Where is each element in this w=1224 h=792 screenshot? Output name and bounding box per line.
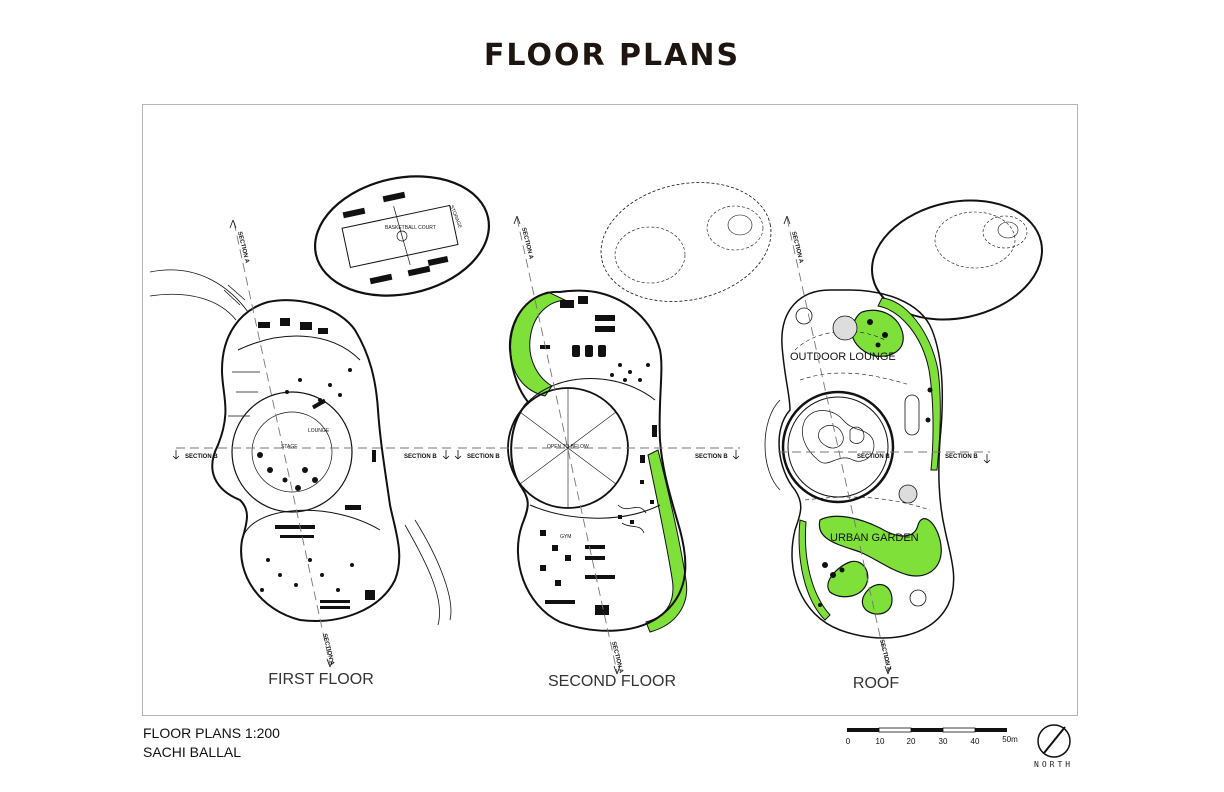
roof-plan: OUTDOOR LOUNGE URBAN GARDEN SECTION A SE… [764, 199, 1043, 675]
roof-label: ROOF [852, 675, 900, 692]
open-to-below-label: OPEN TO BELOW [547, 444, 589, 450]
lounge-label: LOUNGE [308, 428, 330, 434]
north-label: NORTH [1034, 760, 1074, 769]
first-floor-plan: BASKETBALL COURT STORAGE STAG [149, 175, 491, 668]
section-b-label: SECTION B [857, 454, 890, 460]
site-path-line [149, 269, 249, 313]
roof-outline [778, 289, 955, 639]
greenery-bed [861, 583, 893, 615]
section-arrow-icon [613, 665, 621, 675]
section-arrow-icon [172, 450, 180, 460]
gym-label: GYM [560, 534, 571, 540]
scale-tick-label: 0 [845, 737, 851, 746]
scale-caption: FLOOR PLANS 1:200 [143, 725, 280, 741]
first-floor-label: FIRST FLOOR [268, 671, 374, 688]
greenery-bed [818, 515, 942, 577]
section-arrow-icon [884, 665, 892, 675]
section-a-label: SECTION A [321, 633, 335, 667]
section-b-label: SECTION B [945, 454, 978, 460]
court-label: BASKETBALL COURT [385, 225, 436, 231]
page-title: FLOOR PLANS [483, 38, 741, 73]
section-b-label: SECTION B [404, 454, 437, 460]
scale-tick-label: 30 [938, 737, 948, 746]
drawing-frame [142, 104, 1078, 716]
second-floor-plan: OPEN TO BELOW GYM SECTION A SECTION [454, 182, 772, 675]
section-a-line [786, 217, 889, 673]
second-floor-label: SECOND FLOOR [547, 673, 677, 690]
greenery-strip [645, 449, 688, 633]
atrium-circle [231, 391, 353, 513]
rooftop-dome [781, 390, 895, 504]
scale-tick-label: 50m [1002, 735, 1018, 744]
section-a-label: SECTION A [520, 227, 534, 261]
scale-tick-label: 20 [906, 737, 916, 746]
site-path-line [414, 519, 452, 621]
greenery-strip [510, 291, 567, 397]
storage-label: STORAGE [448, 205, 463, 230]
skylight-dome [898, 484, 918, 504]
section-arrow-icon [326, 658, 334, 668]
scale-tick-label: 10 [875, 737, 885, 746]
section-arrow-icon [442, 450, 450, 460]
outdoor-lounge-label: OUTDOOR LOUNGE [790, 351, 896, 363]
section-a-line [516, 217, 618, 673]
court-outline [313, 175, 491, 297]
urban-garden-label: URBAN GARDEN [830, 532, 919, 544]
first-floor-outline [211, 299, 401, 622]
section-arrow-icon [732, 450, 740, 460]
section-b-label: SECTION B [185, 454, 218, 460]
section-b-label: SECTION B [467, 454, 500, 460]
site-path-line [149, 293, 237, 321]
section-a-label: SECTION A [878, 639, 892, 673]
scale-tick-label: 40 [970, 737, 980, 746]
skylight-dome [832, 315, 858, 341]
section-a-line [233, 221, 331, 666]
section-arrow-icon [783, 215, 791, 225]
section-a-label: SECTION A [236, 231, 250, 265]
section-arrow-icon [229, 219, 237, 229]
greenery-bed [851, 309, 904, 357]
basketball-court [341, 204, 459, 269]
section-b-label: SECTION B [695, 454, 728, 460]
section-a-label: SECTION A [610, 641, 624, 675]
greenery-strip [877, 297, 941, 471]
section-arrow-icon [513, 215, 521, 225]
site-path-line [404, 524, 440, 626]
section-a-label: SECTION A [790, 231, 804, 265]
scale-bar [847, 727, 1007, 733]
court-roof-outline [871, 199, 1043, 321]
author-name: SACHI BALLAL [143, 744, 242, 760]
greenery-strip [798, 519, 831, 621]
section-arrow-icon [983, 454, 991, 464]
stage-label: STAGE [281, 444, 298, 450]
north-arrow-icon [1037, 724, 1071, 758]
greenery-bed [827, 560, 869, 598]
section-arrow-icon [454, 450, 462, 460]
court-roof-outline [600, 182, 772, 302]
